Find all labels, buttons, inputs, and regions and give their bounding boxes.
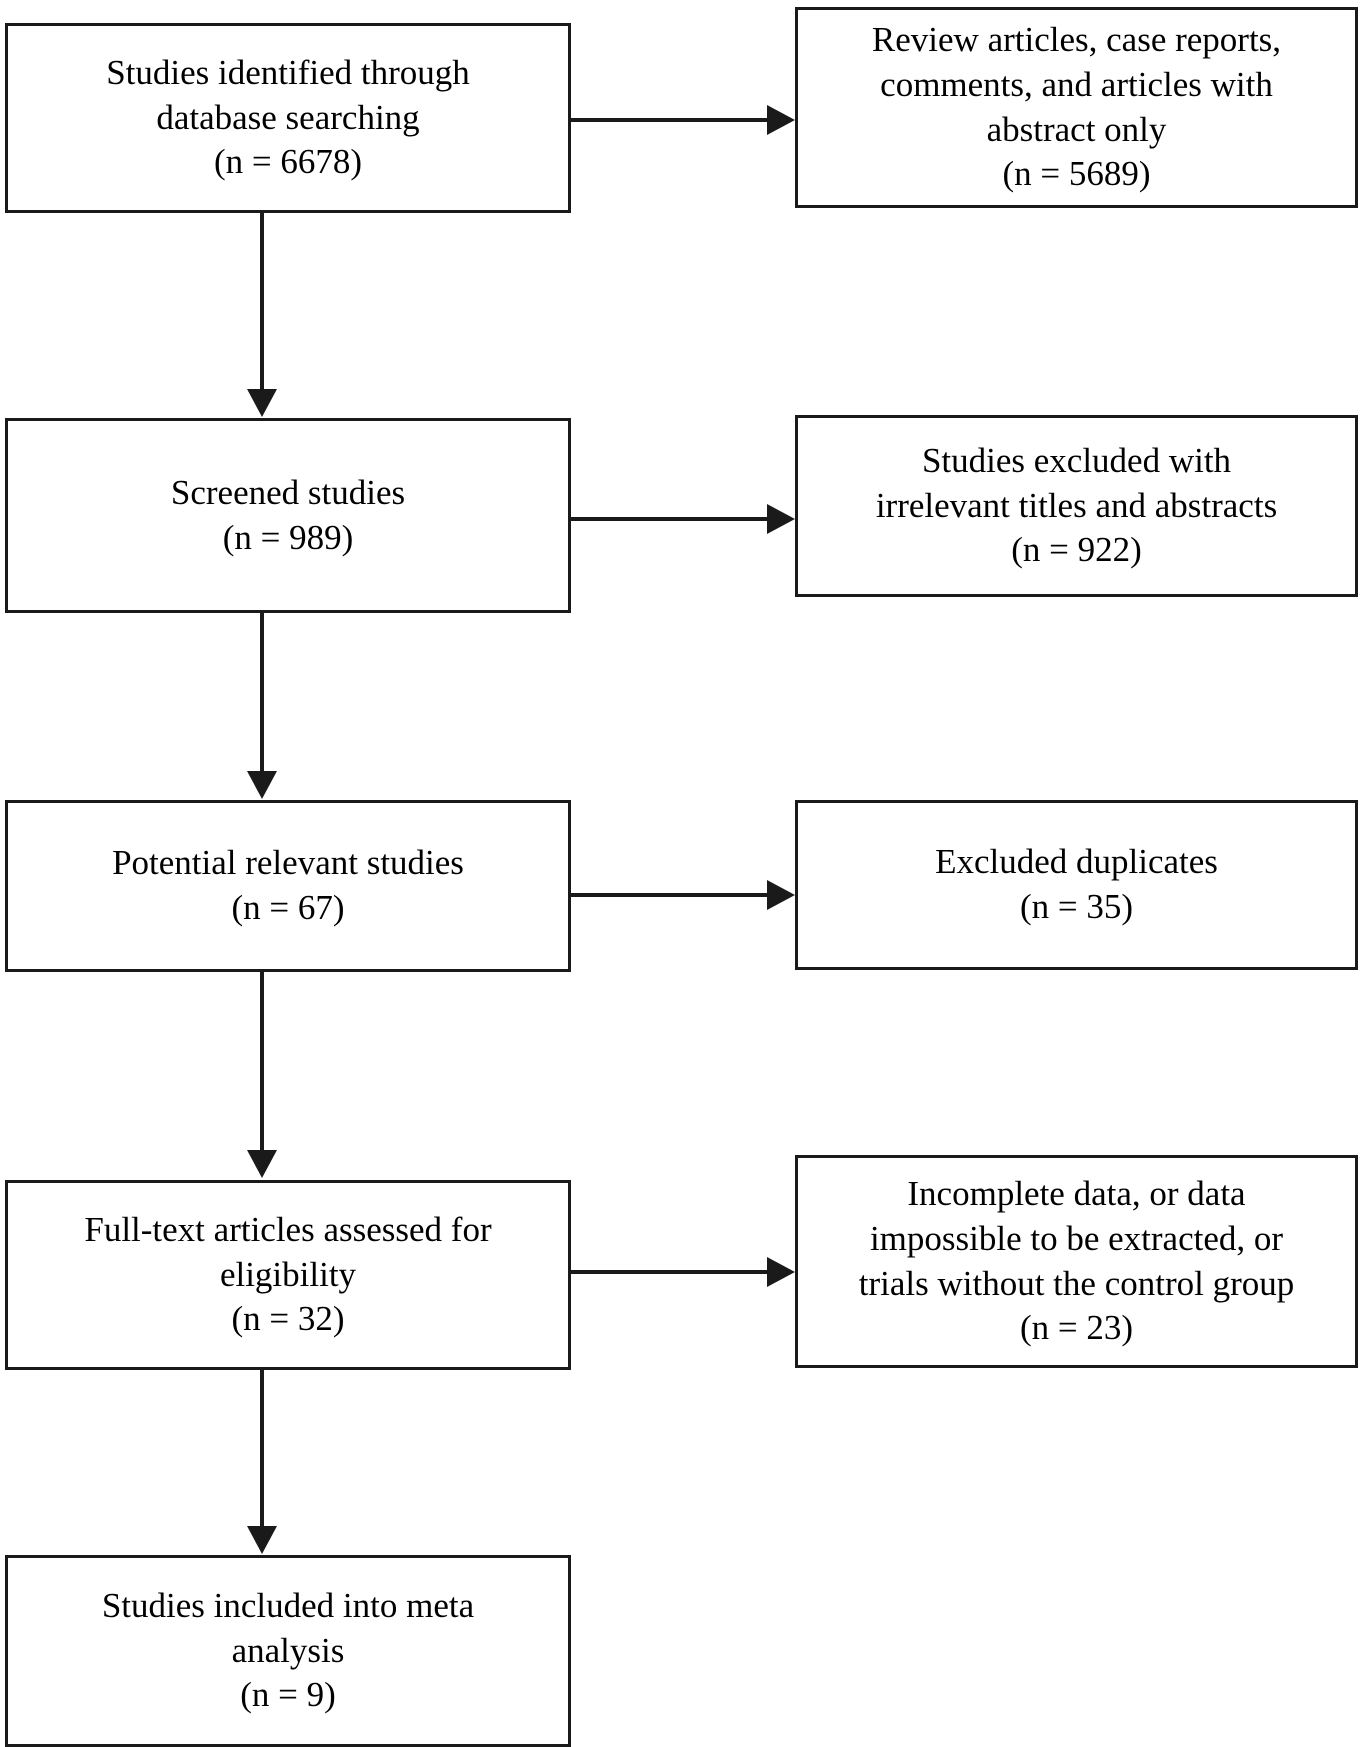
node-line: Potential relevant studies (112, 843, 464, 883)
arrowhead-right-icon (767, 105, 795, 135)
node-line: abstract only (986, 109, 1167, 149)
arrowhead-down-icon (247, 1526, 277, 1554)
arrowhead-down-icon (247, 1150, 277, 1178)
node-line: trials without the control group (858, 1263, 1295, 1303)
node-line: Screened studies (170, 472, 406, 512)
connector-fulltext-to-included (260, 1370, 264, 1528)
node-line: impossible to be extracted, or (869, 1218, 1284, 1258)
node-count: (n = 67) (231, 888, 345, 927)
arrowhead-down-icon (247, 389, 277, 417)
node-studies-included-meta-analysis: Studies included into meta analysis (n =… (5, 1555, 571, 1747)
node-count: (n = 32) (231, 1299, 345, 1339)
node-count: (n = 35) (1019, 887, 1134, 926)
node-excluded-incomplete-data: Incomplete data, or data impossible to b… (795, 1155, 1358, 1368)
connector-fulltext-to-excluded-data (571, 1270, 767, 1274)
connector-identified-to-excluded-types (571, 118, 767, 122)
connector-potential-to-excluded-duplicates (571, 893, 767, 897)
node-line: Full-text articles assessed for (84, 1209, 492, 1249)
node-line: Incomplete data, or data (907, 1173, 1246, 1213)
node-fulltext-articles-assessed: Full-text articles assessed for eligibil… (5, 1180, 571, 1370)
connector-screened-to-potential (260, 613, 264, 773)
arrowhead-down-icon (247, 771, 277, 799)
node-count: (n = 6678) (213, 142, 363, 182)
node-studies-identified: Studies identified through database sear… (5, 23, 571, 213)
node-count: (n = 922) (1011, 530, 1142, 570)
node-line: Studies identified through (106, 52, 470, 92)
connector-potential-to-fulltext (260, 972, 264, 1152)
node-count: (n = 9) (240, 1675, 336, 1715)
node-line: eligibility (219, 1254, 357, 1294)
node-line: database searching (156, 97, 420, 137)
node-count: (n = 989) (222, 517, 354, 557)
node-line: Review articles, case reports, (871, 19, 1282, 59)
node-excluded-duplicates: Excluded duplicates (n = 35) (795, 800, 1358, 970)
node-line: Studies included into meta (101, 1585, 475, 1625)
node-line: comments, and articles with (880, 64, 1273, 104)
node-line: irrelevant titles and abstracts (875, 485, 1278, 525)
node-screened-studies: Screened studies (n = 989) (5, 418, 571, 613)
node-excluded-article-types: Review articles, case reports, comments,… (795, 7, 1358, 208)
arrowhead-right-icon (767, 880, 795, 910)
node-count: (n = 23) (1019, 1308, 1134, 1348)
node-line: Studies excluded with (921, 440, 1232, 480)
arrowhead-right-icon (767, 1257, 795, 1287)
connector-identified-to-screened (260, 213, 264, 391)
node-line: Excluded duplicates (935, 842, 1218, 882)
arrowhead-right-icon (767, 504, 795, 534)
node-excluded-irrelevant-titles: Studies excluded with irrelevant titles … (795, 415, 1358, 597)
node-count: (n = 5689) (1002, 154, 1151, 194)
node-potential-relevant-studies: Potential relevant studies (n = 67) (5, 800, 571, 972)
connector-screened-to-excluded-titles (571, 517, 767, 521)
node-line: analysis (231, 1630, 345, 1670)
